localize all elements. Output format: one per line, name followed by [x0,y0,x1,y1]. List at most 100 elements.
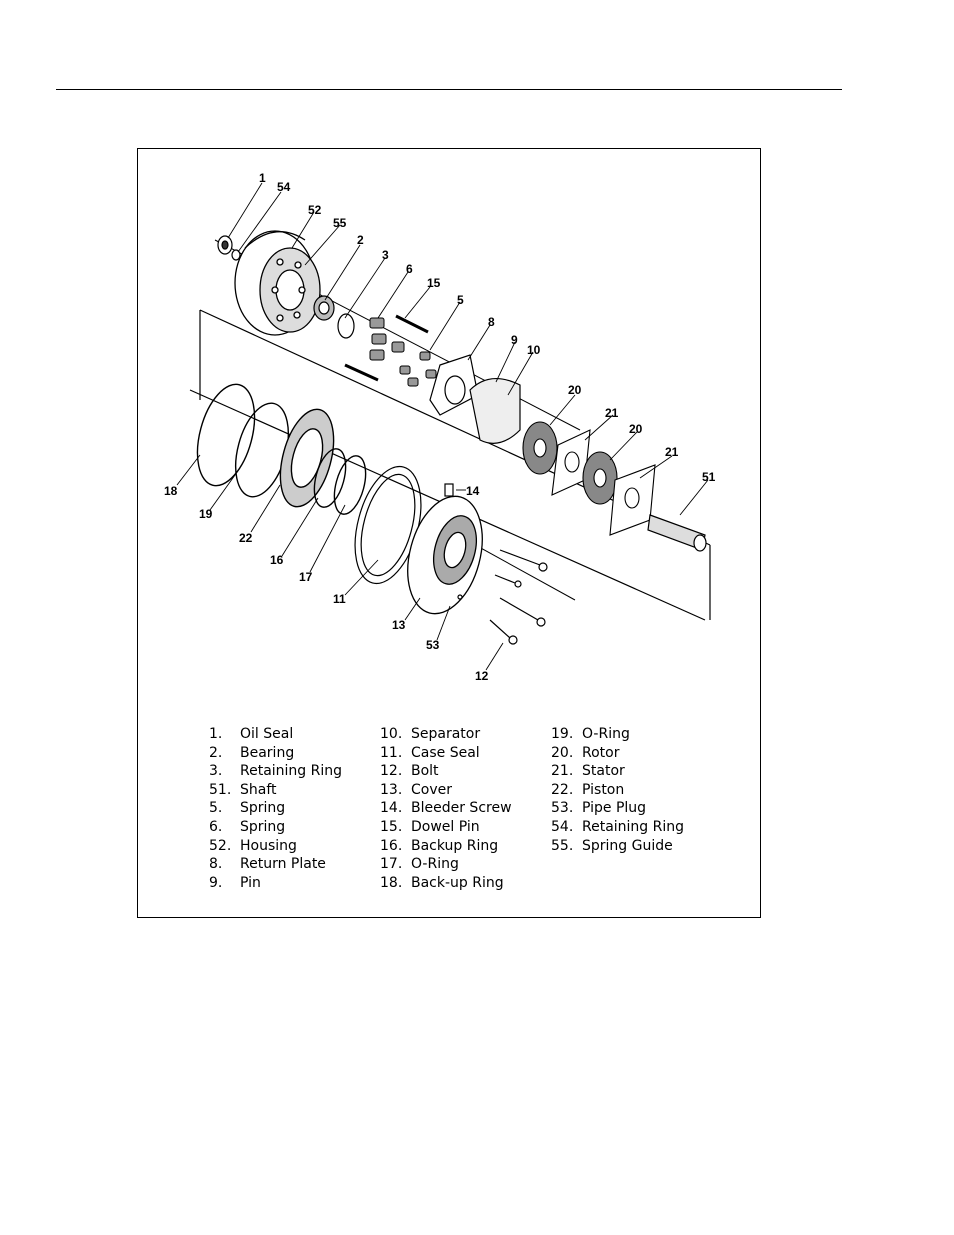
callout-13: 13 [392,618,406,632]
legend-label: Spring [240,800,286,817]
callout-9: 9 [511,333,518,347]
legend-number: 9. [209,874,223,891]
legend-number: 6. [209,818,223,835]
legend-item: 10. Separator [380,726,512,745]
legend-label: Stator [582,763,625,780]
shaft-part [647,514,707,552]
cover-part [407,495,483,615]
legend-label: Separator [411,726,481,742]
legend-number: 11. [380,744,403,761]
legend-label: Housing [240,837,297,854]
callout-leaders [176,182,709,671]
legend-label: Spring Guide [582,837,673,854]
legend-label: Pipe Plug [582,800,647,817]
legend-item: 20.Rotor [551,745,684,764]
legend-label: Shaft [240,781,277,798]
legend-label: Spring [240,818,286,835]
legend-number: 13. [380,781,403,798]
legend-item: 52. Housing [209,838,342,857]
legend-item: 19.O-Ring [551,726,684,745]
legend-label: Oil Seal [240,726,294,742]
legend-item: 9. Pin [209,875,342,894]
legend-label: Bearing [240,744,295,761]
legend-number: 51. [209,781,232,798]
legend-item: 13. Cover [380,782,512,801]
legend-number: 18. [380,874,403,891]
callout-51: 51 [702,470,716,484]
legend-label: Backup Ring [411,837,499,854]
legend-number: 2. [209,744,223,761]
legend-item: 2. Bearing [209,745,342,764]
legend-label: Cover [411,781,452,798]
figure-frame [137,148,761,918]
legend-item: 12.Bolt [380,763,512,782]
legend-label: Retaining Ring [240,763,343,780]
callout-19: 19 [199,507,213,521]
legend-label: Bleeder Screw [411,800,512,817]
return-plate-part [429,354,479,416]
legend-label: Dowel Pin [411,818,480,835]
callout-17: 17 [299,570,313,584]
legend-number: 52. [209,837,232,854]
legend-column-2: 10. Separator 11.Case Seal 12.Bolt 13. Cov… [380,726,512,893]
legend-item: 14. Bleeder Screw [380,800,512,819]
legend-number: 53. [551,800,574,817]
callout-55: 55 [333,216,347,230]
callout-numbers: 1 54 52 55 2 3 6 15 5 8 9 10 20 21 20 21… [164,171,716,683]
housing-part [234,230,321,336]
separator-part [469,378,521,444]
legend-number: 54. [551,818,574,835]
callout-3: 3 [382,248,389,262]
callout-20b: 20 [629,422,643,436]
legend-item: 22. Piston [551,782,684,801]
bolts-group [444,483,548,645]
legend-label: Retaining Ring [582,818,685,835]
legend-item: 11.Case Seal [380,745,512,764]
legend-number: 8. [209,856,223,873]
legend-number: 14. [380,800,403,817]
legend-item: 55.Spring Guide [551,838,684,857]
legend-label: O-Ring [582,726,630,742]
callout-22: 22 [239,531,253,545]
legend-item: 18. Back-up Ring [380,875,512,894]
callout-54: 54 [277,180,291,194]
rotor-stator-stack [522,421,656,536]
legend-number: 15. [380,818,403,835]
legend-label: Rotor [582,744,620,761]
legend-number: 22. [551,781,574,798]
callout-20a: 20 [568,383,582,397]
callout-14: 14 [466,484,480,498]
legend-label: Piston [582,781,625,798]
callout-12: 12 [475,669,489,683]
legend-item: 1.Oil Seal [209,726,342,745]
legend-item: 8.Return Plate [209,856,342,875]
legend-item: 5. Spring [209,800,342,819]
legend-item: 17.O-Ring [380,856,512,875]
legend-item: 51. Shaft [209,782,342,801]
legend-number: 5. [209,800,223,817]
callout-16: 16 [270,553,284,567]
legend-item: 15. Dowel Pin [380,819,512,838]
oil-seal-part [217,235,241,261]
callout-6: 6 [406,262,413,276]
legend-label: Back-up Ring [411,874,504,891]
legend-item: 21. Stator [551,763,684,782]
legend-number: 10. [380,726,403,742]
callout-21b: 21 [665,445,679,459]
callout-53: 53 [426,638,440,652]
callout-5: 5 [457,293,464,307]
legend-number: 21. [551,763,574,780]
callout-18: 18 [164,484,178,498]
callout-21a: 21 [605,406,619,420]
callout-10: 10 [527,343,541,357]
springs-group [344,314,437,387]
callout-52: 52 [308,203,322,217]
callout-2: 2 [357,233,364,247]
callout-1: 1 [259,171,266,185]
callout-8: 8 [488,315,495,329]
legend-number: 3. [209,763,223,780]
legend-item: 3. Retaining Ring [209,763,342,782]
legend-label: Pin [240,874,261,891]
legend-number: 16. [380,837,403,854]
